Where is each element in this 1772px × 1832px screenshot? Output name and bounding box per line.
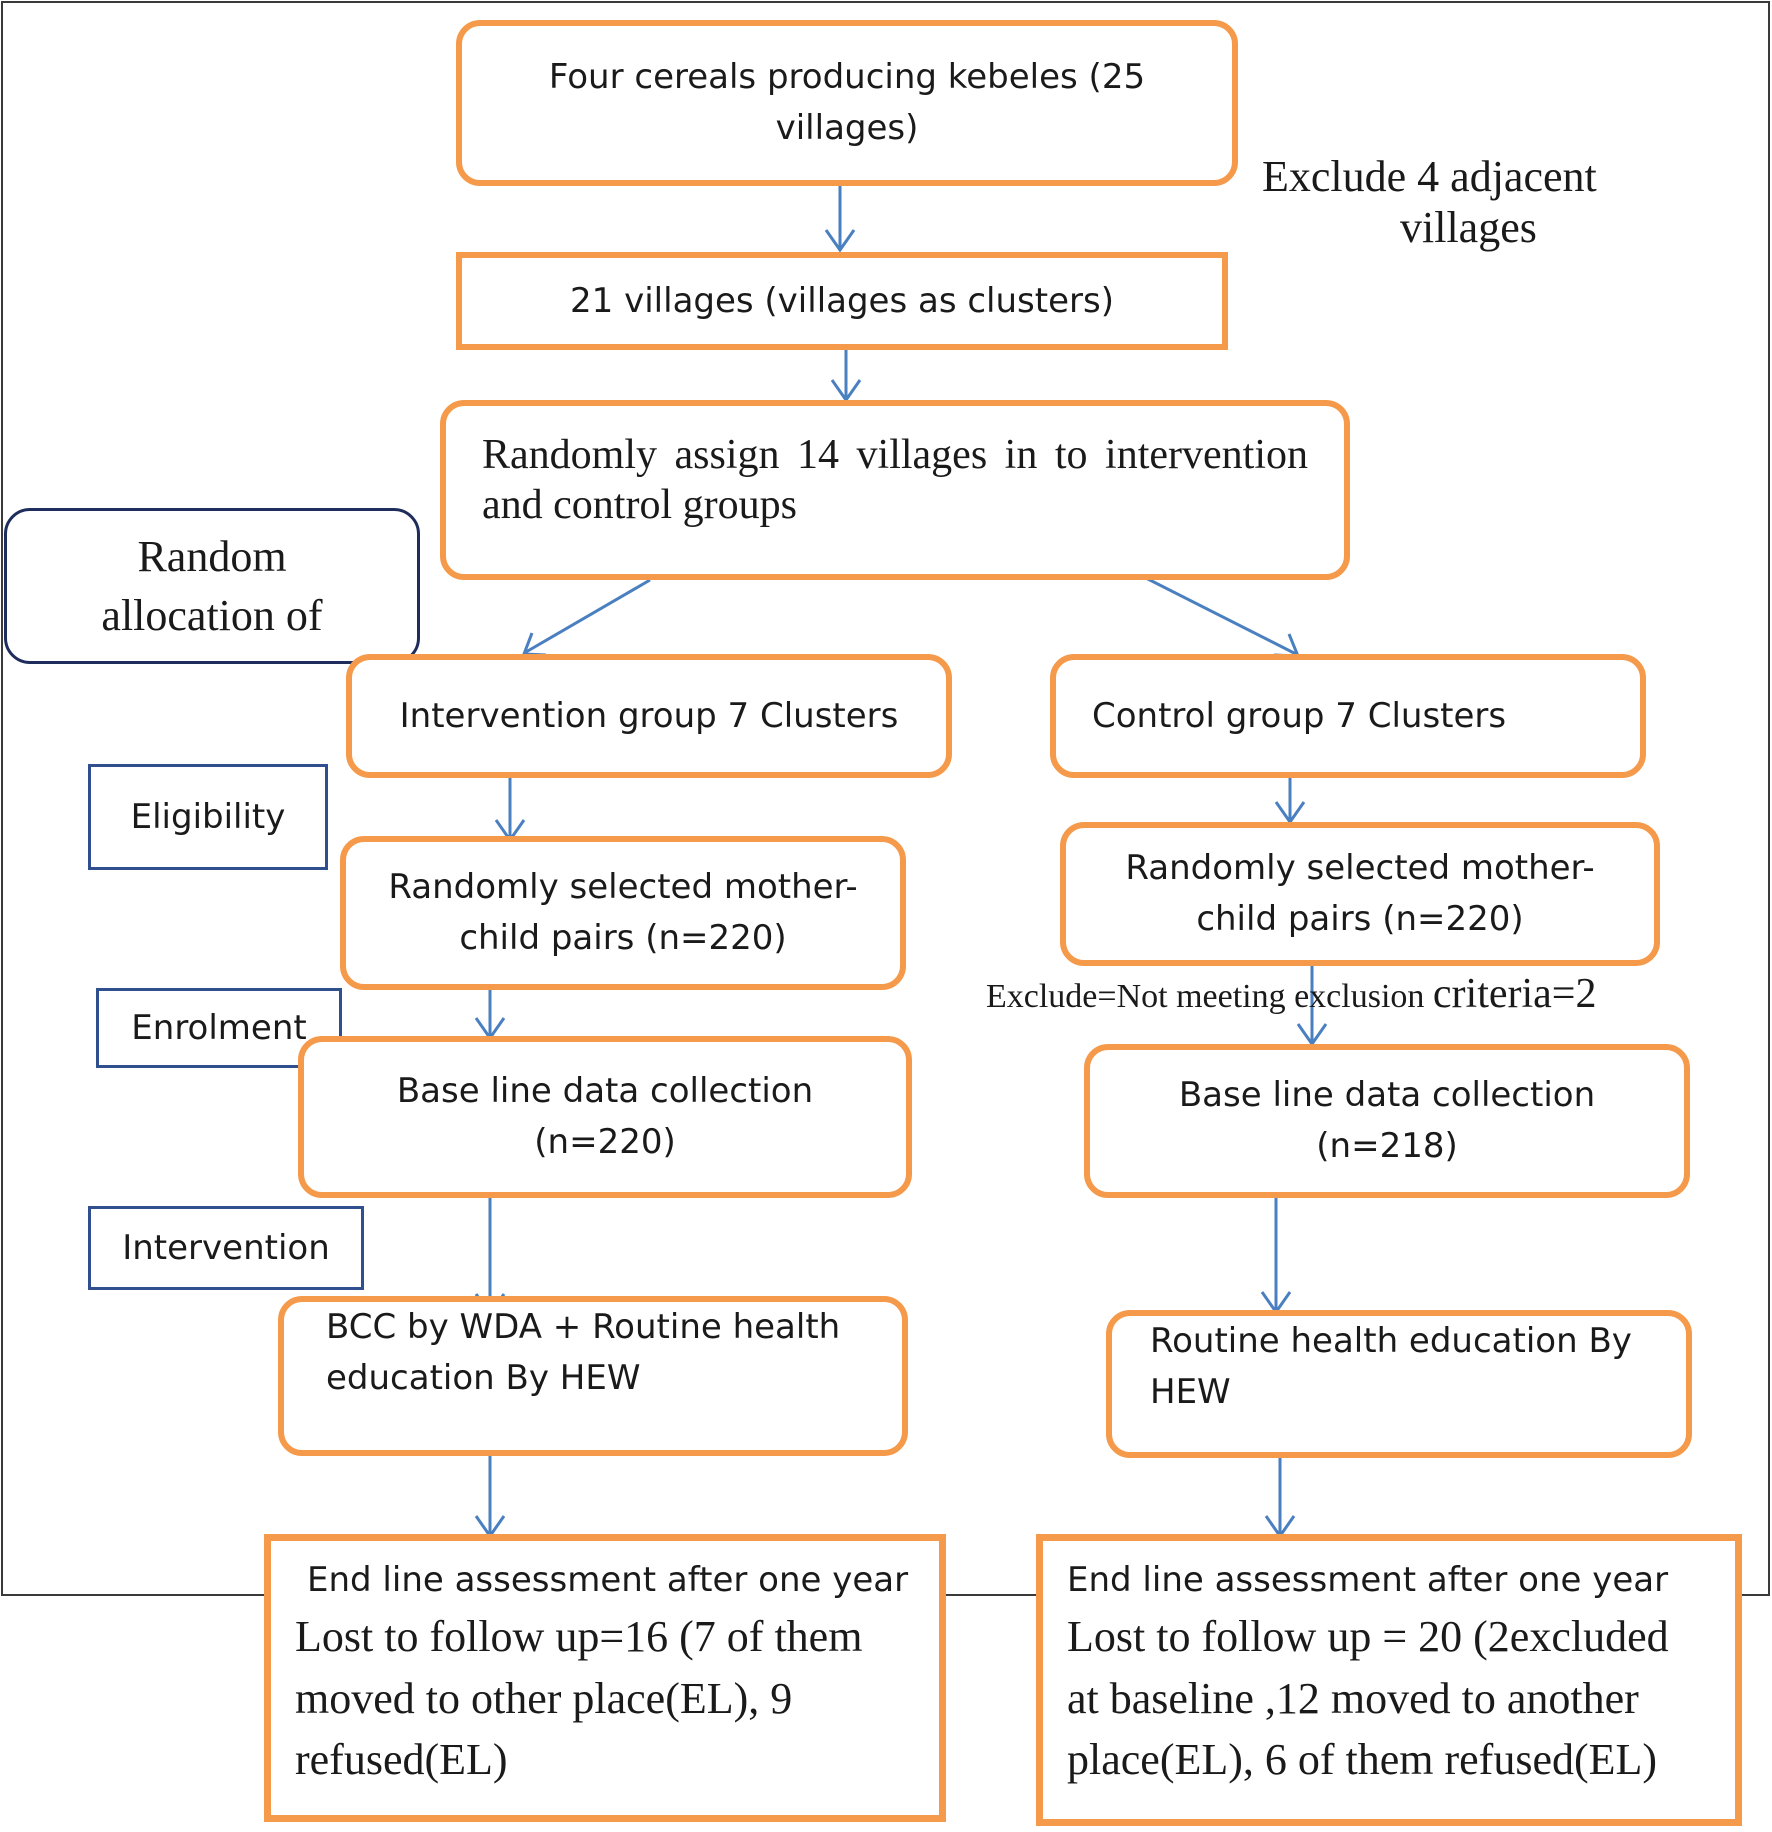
assign-line-2: and control groups [482,482,797,529]
int-baseline-line-1: Base line data collection [396,1071,814,1111]
ctl-baseline-line-2: (n=218) [1316,1126,1458,1166]
eligibility-label: Eligibility [88,764,328,870]
ctl-education-line-1: Routine health education By [1150,1321,1632,1361]
exclude-villages-note: Exclude 4 adjacent villages [1262,152,1682,253]
exclude-criteria-note: Exclude=Not meeting exclusion criteria=2 [986,970,1686,1018]
int-endline-box: End line assessment after one year Lost … [264,1534,946,1822]
ctl-endline-line-3: place(EL), 6 of them refused(EL) [1067,1735,1658,1785]
random-allocation-line-1: Random [137,531,287,581]
int-education-box: BCC by WDA + Routine health education By… [278,1296,908,1456]
int-selected-line-2: child pairs (n=220) [459,918,787,958]
ctl-endline-line-1: Lost to follow up = 20 (2excluded [1067,1612,1669,1661]
int-education-line-1: BCC by WDA + Routine health [326,1307,841,1347]
int-endline-details: Lost to follow up=16 (7 of them moved to… [295,1606,915,1791]
villages-text: 21 villages (villages as clusters) [570,280,1114,321]
ctl-selected-box: Randomly selected mother- child pairs (n… [1060,822,1660,966]
arrow-ctl-education-to-endline [1264,1456,1296,1539]
exclude-criteria-text-b: criteria=2 [1432,971,1597,1017]
arrow-ctl-baseline-to-education [1260,1196,1292,1315]
ctl-baseline-line-1: Base line data collection [1178,1075,1596,1115]
kebeles-box: Four cereals producing kebeles (25 villa… [456,20,1238,186]
enrolment-label: Enrolment [96,988,342,1068]
ctl-education-box: Routine health education By HEW [1106,1310,1692,1458]
eligibility-text: Eligibility [130,797,286,837]
ctl-baseline-box: Base line data collection (n=218) [1084,1044,1690,1198]
ctl-endline-details: Lost to follow up = 20 (2excluded at bas… [1067,1606,1711,1791]
kebeles-line-2: villages) [775,108,919,148]
random-allocation-label: Random allocation of [4,508,420,664]
ctl-selected-line-1: Randomly selected mother- [1125,848,1595,888]
exclude-criteria-text-a: Exclude=Not meeting exclusion [986,978,1433,1015]
control-group-box: Control group 7 Clusters [1050,654,1646,778]
ctl-endline-line-2: at baseline ,12 moved to another [1067,1673,1639,1723]
exclude-villages-line-1: Exclude 4 adjacent [1262,152,1597,201]
int-endline-line-1: Lost to follow up=16 (7 of them [295,1612,863,1661]
enrolment-text: Enrolment [131,1008,307,1048]
intervention-group-box: Intervention group 7 Clusters [346,654,952,778]
assign-box: Randomly assign 14 villages in to interv… [440,400,1350,580]
arrow-ctl-group-to-selected [1274,776,1306,825]
int-selected-box: Randomly selected mother- child pairs (n… [340,836,906,990]
int-education-line-2: education By HEW [326,1358,641,1398]
int-selected-line-1: Randomly selected mother- [388,867,858,907]
villages-box: 21 villages (villages as clusters) [456,252,1228,350]
int-endline-heading: End line assessment after one year [307,1560,909,1600]
arrow-int-education-to-endline [474,1444,506,1539]
arrow-assign-to-control [1141,574,1301,658]
arrow-villages-to-assign [830,348,862,403]
arrow-assign-to-intervention [521,578,651,657]
ctl-education-line-2: HEW [1150,1372,1231,1412]
random-allocation-line-2: allocation of [101,591,323,640]
ctl-endline-box: End line assessment after one year Lost … [1036,1534,1742,1826]
intervention-text: Intervention [122,1228,330,1268]
assign-line-1: Randomly assign 14 villages in to interv… [482,432,1308,478]
arrow-kebeles-to-villages [824,186,856,253]
int-baseline-box: Base line data collection (n=220) [298,1036,912,1198]
intervention-label: Intervention [88,1206,364,1290]
ctl-endline-heading: End line assessment after one year [1067,1560,1669,1600]
kebeles-line-1: Four cereals producing kebeles (25 [548,57,1146,97]
int-baseline-line-2: (n=220) [534,1122,676,1162]
intervention-group-text: Intervention group 7 Clusters [399,695,899,736]
int-endline-line-2: moved to other place(EL), 9 [295,1673,793,1723]
int-endline-line-3: refused(EL) [295,1735,508,1785]
ctl-selected-line-2: child pairs (n=220) [1196,899,1524,939]
control-group-text: Control group 7 Clusters [1092,695,1507,736]
exclude-villages-line-2: villages [1400,202,1537,252]
